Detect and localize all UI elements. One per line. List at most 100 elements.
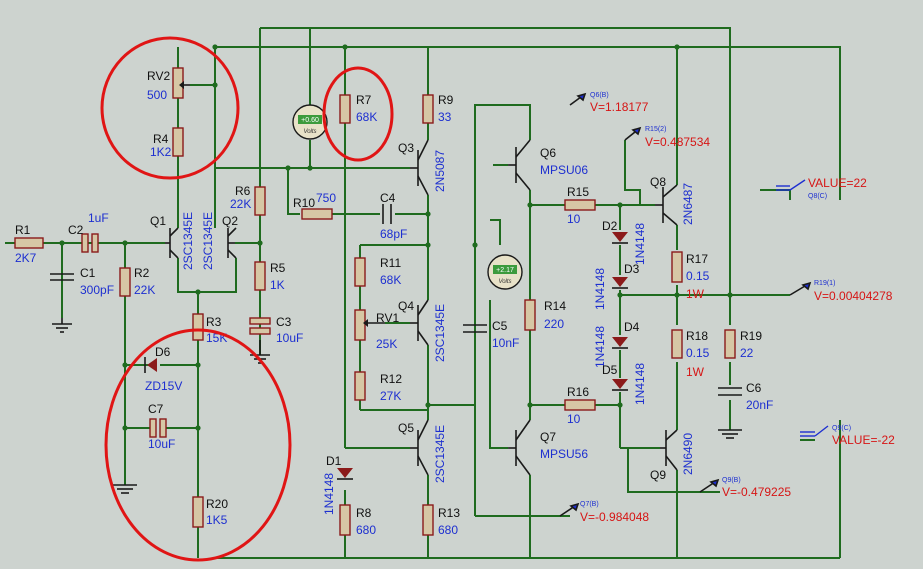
r7-value: 68K [356,110,377,124]
voltmeter-mid-unit: Volts [498,279,511,285]
voltmeter-top-unit: Volts [303,129,316,135]
r17-power: 1W [686,287,705,301]
r16-ref: R16 [567,385,589,399]
r12-ref: R12 [380,372,402,386]
c3-ref: C3 [276,315,292,329]
c7-ref: C7 [148,402,164,416]
probe-r15-value[interactable]: V=0.487534 [645,135,710,149]
probe-q9b-value[interactable]: V=-0.479225 [722,485,791,499]
q9-ref: Q9 [650,468,666,482]
r1-ref: R1 [15,223,31,237]
probe-q8c-value[interactable]: VALUE=22 [808,176,867,190]
probe-r19-tag: R19(1) [814,280,835,287]
q3-value: 2N5087 [433,150,447,192]
probe-q7b-value[interactable]: V=-0.984048 [580,510,649,524]
voltmeter-mid-reading: +2.17 [496,267,514,274]
q6-ref: Q6 [540,146,556,160]
highlight-ring-r7 [322,66,394,162]
r5-value: 1K [270,278,285,292]
q1-ref: Q1 [150,214,166,228]
probe-q9b-tag: Q9(B) [722,477,741,484]
probe-arrows [559,92,829,517]
resistor-bodies [14,67,736,536]
q9-value: 2N6490 [681,433,695,475]
q2-ref: Q2 [222,214,238,228]
c6-value: 20nF [746,398,773,412]
r15-value: 10 [567,212,581,226]
c6-ref: C6 [746,381,762,395]
d1-value: 1N4148 [322,473,336,515]
pot-wipers [179,81,385,327]
c2-value: 1uF [88,211,109,225]
r7-ref: R7 [356,93,372,107]
q4-symbol [410,299,429,346]
q5-symbol [410,419,429,476]
r10-value: 750 [316,191,336,205]
voltmeter-top[interactable]: +0.60 Volts [292,104,328,140]
voltmeter-mid[interactable]: +2.17 Volts [487,254,523,290]
probe-labels: Q6(B) V=1.18177 R15(2) V=0.487534 VALUE=… [580,92,895,524]
d3-value: 1N4148 [593,268,607,310]
d2-ref: D2 [602,219,618,233]
transistor-bodies [165,139,678,476]
probe-q9c-tag: Q9(C) [832,425,851,432]
q4-ref: Q4 [398,299,414,313]
r8-ref: R8 [356,506,372,520]
r17-value: 0.15 [686,269,710,283]
r20-ref: R20 [206,497,228,511]
probe-q6b-tag: Q6(B) [590,92,609,99]
c2-ref: C2 [68,223,84,237]
r9-ref: R9 [438,93,454,107]
r16-value: 10 [567,412,581,426]
r6-value: 22K [230,197,251,211]
c1-value: 300pF [80,283,114,297]
d5-value: 1N4148 [633,363,647,405]
probe-r15-tag: R15(2) [645,126,666,133]
probe-q6b-value[interactable]: V=1.18177 [590,100,649,114]
r1-value: 2K7 [15,251,37,265]
c4-value: 68pF [380,227,407,241]
highlight-ring-c7 [104,328,292,562]
highlight-ring-rv2 [100,36,240,180]
voltmeter-top-reading: +0.60 [301,117,319,124]
r3-ref: R3 [206,315,222,329]
r12-value: 27K [380,389,401,403]
r8-value: 680 [356,523,376,537]
q8-value: 2N6487 [681,183,695,225]
r2-value: 22K [134,283,155,297]
rv2-value: 500 [147,88,167,102]
rv2-ref: RV2 [147,69,170,83]
q7-symbol [508,419,531,476]
r18-value: 0.15 [686,346,710,360]
q1-symbol [165,227,179,259]
probe-q7b-tag: Q7(B) [580,501,599,508]
q5-value: 2SC1345E [433,425,447,483]
r15-ref: R15 [567,185,589,199]
q6-value: MPSU06 [540,163,588,177]
q5-ref: Q5 [398,421,414,435]
r4-value: 1K2 [150,145,172,159]
d4-value: 1N4148 [593,326,607,368]
q7-value: MPSU56 [540,447,588,461]
d4-ref: D4 [624,320,640,334]
d3-ref: D3 [624,262,640,276]
probe-r19-value[interactable]: V=0.00404278 [814,289,893,303]
r5-ref: R5 [270,261,286,275]
q2-value: 2SC1345E [201,212,215,270]
probe-q9c-value[interactable]: VALUE=-22 [832,433,895,447]
r9-value: 33 [438,110,452,124]
q9-symbol [660,429,678,471]
component-labels: R1 2K7 C2 1uF C1 300pF R2 22K RV2 500 R4… [15,69,773,537]
q7-ref: Q7 [540,430,556,444]
r4-ref: R4 [153,132,169,146]
c5-ref: C5 [492,319,508,333]
q1-value: 2SC1345E [181,212,195,270]
probe-q8c-tag: Q8(C) [808,193,827,200]
q6-symbol [508,139,531,191]
r11-ref: R11 [380,256,401,270]
r14-value: 220 [544,317,564,331]
r13-ref: R13 [438,506,460,520]
r17-ref: R17 [686,252,708,266]
c3-value: 10uF [276,331,303,345]
